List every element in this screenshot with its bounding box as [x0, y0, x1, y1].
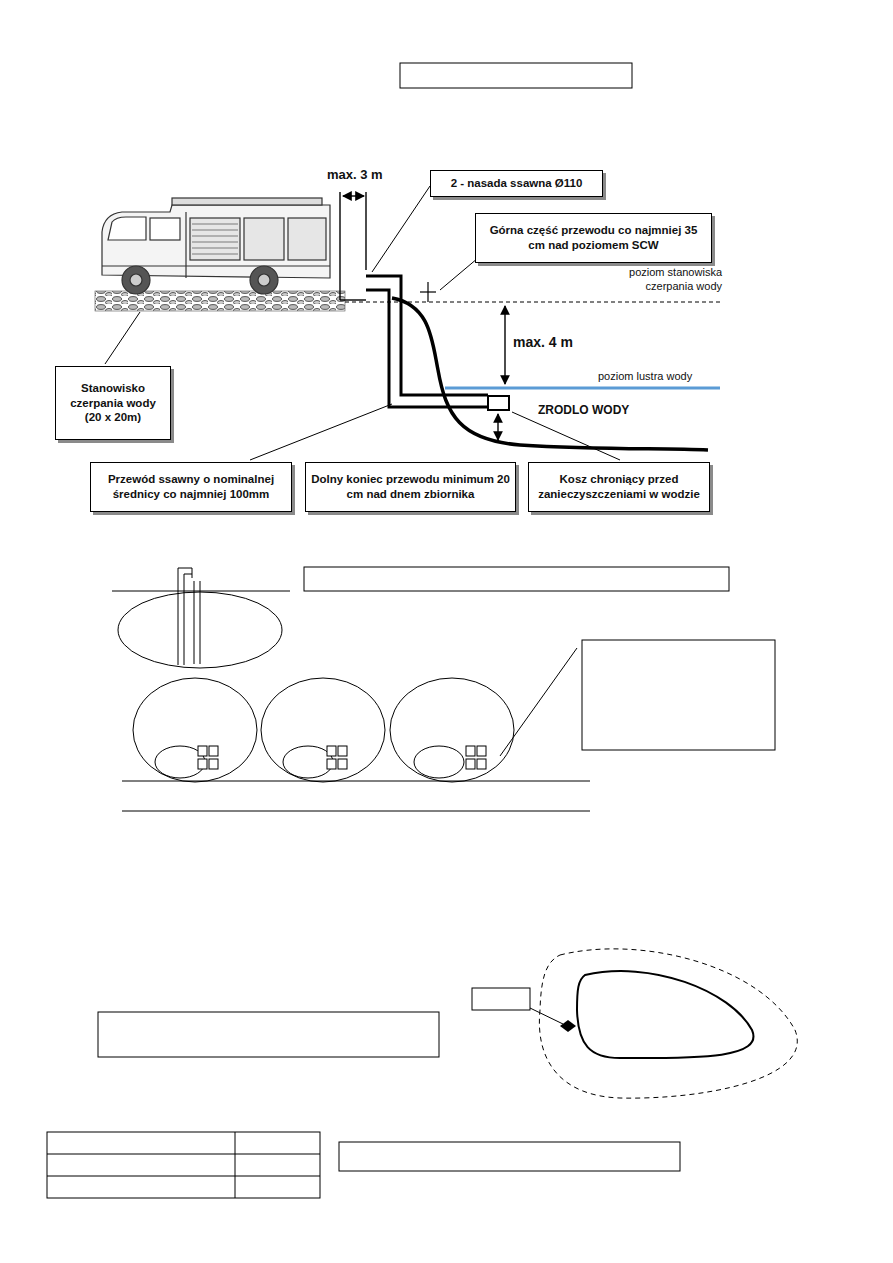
small-square	[477, 746, 486, 756]
annotation: ZRODLO WODY	[538, 403, 629, 418]
small-square	[198, 759, 207, 769]
annotation: max. 4 m	[513, 334, 573, 352]
annotation: poziom stanowiska czerpania wody	[618, 266, 722, 294]
small-square	[338, 746, 347, 756]
text-box: Stanowisko czerpania wody (20 x 20m)	[55, 366, 171, 440]
small-square	[209, 746, 218, 756]
annotation: max. 3 m	[327, 167, 383, 183]
box-text: Kosz chroniący przed zanieczyszczeniami …	[534, 472, 704, 502]
box-text: Dolny koniec przewodu minimum 20 cm nad …	[311, 472, 510, 502]
text-box: Przewód ssawny o nominalnej średnicy co …	[90, 462, 292, 512]
small-square	[477, 759, 486, 769]
text-box: Górna część przewodu co najmniej 35 cm n…	[475, 213, 712, 263]
fire-truck	[102, 198, 330, 294]
text-box: Kosz chroniący przed zanieczyszczeniami …	[528, 462, 710, 512]
box-text: Przewód ssawny o nominalnej średnicy co …	[96, 472, 286, 502]
small-square	[198, 746, 207, 756]
box-text: Stanowisko czerpania wody (20 x 20m)	[61, 381, 165, 426]
small-square	[466, 759, 475, 769]
small-square	[338, 759, 347, 769]
annotation: poziom lustra wody	[598, 370, 692, 384]
small-square	[327, 759, 336, 769]
tank-sketch	[112, 567, 775, 811]
small-square	[327, 746, 336, 756]
small-square	[466, 746, 475, 756]
box-text: Górna część przewodu co najmniej 35 cm n…	[481, 223, 706, 253]
text-box: 2 - nasada ssawna Ø110	[430, 170, 603, 197]
small-square	[209, 759, 218, 769]
box-text: 2 - nasada ssawna Ø110	[451, 176, 583, 191]
empty-box	[400, 63, 632, 88]
pond-sketch	[47, 949, 797, 1198]
text-box: Dolny koniec przewodu minimum 20 cm nad …	[305, 462, 516, 512]
